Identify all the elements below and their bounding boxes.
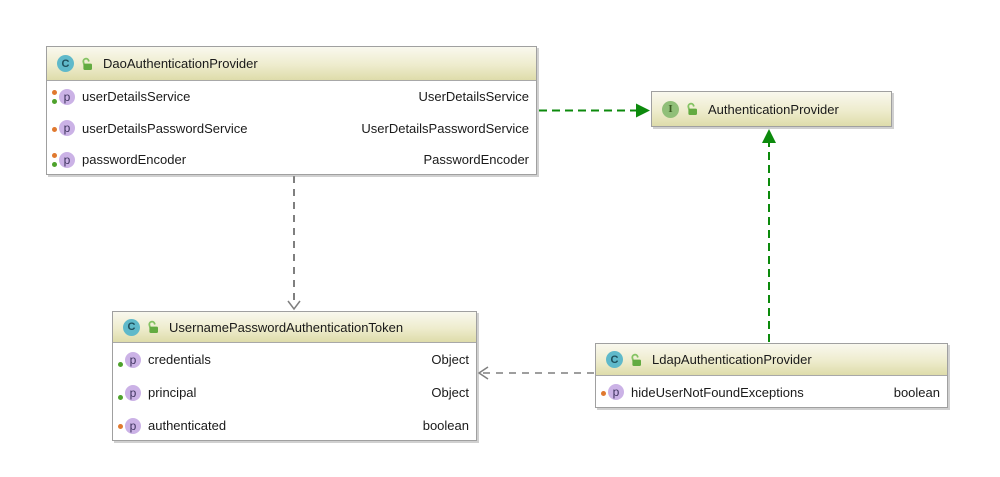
class-header: C UsernamePasswordAuthenticationToken <box>113 312 476 343</box>
class-box-ldap-authentication-provider[interactable]: C LdapAuthenticationProvider p hideUserN… <box>595 343 948 408</box>
member-indicators <box>52 120 59 137</box>
member-indicators <box>52 88 59 105</box>
class-header: C DaoAuthenticationProvider <box>47 47 536 81</box>
member-indicators <box>118 417 125 434</box>
filled-triangle-arrowhead-icon <box>762 129 776 143</box>
class-box-username-password-authentication-token[interactable]: C UsernamePasswordAuthenticationToken p … <box>112 311 477 441</box>
member-row[interactable]: p authenticated boolean <box>113 409 476 442</box>
member-indicators <box>118 351 125 368</box>
member-indicators <box>118 384 125 401</box>
class-header: I AuthenticationProvider <box>652 92 891 126</box>
getter-indicator-icon <box>52 162 57 168</box>
member-name: userDetailsPasswordService <box>82 120 248 136</box>
member-row[interactable]: p userDetailsPasswordService UserDetails… <box>47 113 536 145</box>
class-icon: C <box>123 318 140 336</box>
member-name: passwordEncoder <box>82 152 187 168</box>
interface-title: AuthenticationProvider <box>708 101 839 117</box>
member-type: UserDetailsPasswordService <box>361 120 529 136</box>
class-title: DaoAuthenticationProvider <box>103 56 258 71</box>
realization-edge-dao-to-authenticationprovider[interactable] <box>539 103 650 118</box>
member-name: userDetailsService <box>82 89 191 105</box>
member-row[interactable]: p passwordEncoder PasswordEncoder <box>47 144 536 176</box>
class-members: p userDetailsService UserDetailsService … <box>47 81 536 176</box>
setter-indicator-icon <box>601 390 606 396</box>
dependency-edge-dao-to-token[interactable] <box>287 176 301 311</box>
class-box-dao-authentication-provider[interactable]: C DaoAuthenticationProvider p userDetail… <box>46 46 537 175</box>
getter-indicator-icon <box>52 99 57 105</box>
class-members: p credentials Object p principal Object … <box>113 343 476 442</box>
setter-indicator-icon <box>52 153 57 159</box>
unlocked-lock-icon <box>687 102 697 115</box>
member-type: PasswordEncoder <box>423 152 530 168</box>
property-icon: p <box>125 351 141 368</box>
getter-indicator-icon <box>118 362 123 367</box>
class-header: C LdapAuthenticationProvider <box>596 344 947 376</box>
property-icon: p <box>59 120 75 137</box>
property-icon: p <box>59 151 75 168</box>
member-type: boolean <box>422 418 469 433</box>
unlocked-lock-icon <box>631 353 641 366</box>
property-icon: p <box>125 384 141 401</box>
member-type: Object <box>431 352 469 367</box>
member-name: authenticated <box>148 418 227 433</box>
interface-box-authentication-provider[interactable]: I AuthenticationProvider <box>651 91 892 127</box>
open-arrowhead-icon <box>287 300 301 311</box>
open-arrowhead-icon <box>477 366 489 380</box>
member-row[interactable]: p credentials Object <box>113 343 476 376</box>
unlocked-lock-icon <box>148 320 158 333</box>
member-row[interactable]: p hideUserNotFoundExceptions boolean <box>596 376 947 408</box>
interface-icon: I <box>662 100 679 118</box>
setter-indicator-icon <box>52 90 57 96</box>
property-icon: p <box>608 384 624 400</box>
class-title: LdapAuthenticationProvider <box>652 352 812 367</box>
setter-indicator-icon <box>118 424 123 429</box>
member-name: hideUserNotFoundExceptions <box>631 384 804 400</box>
setter-indicator-icon <box>52 126 57 132</box>
getter-indicator-icon <box>118 395 123 400</box>
member-type: boolean <box>893 384 940 400</box>
member-name: credentials <box>148 352 211 367</box>
unlocked-lock-icon <box>82 57 92 70</box>
member-row[interactable]: p userDetailsService UserDetailsService <box>47 81 536 113</box>
member-name: principal <box>148 385 197 400</box>
class-icon: C <box>57 55 74 72</box>
property-icon: p <box>59 88 75 105</box>
member-indicators <box>601 384 608 401</box>
class-title: UsernamePasswordAuthenticationToken <box>169 319 404 335</box>
member-type: UserDetailsService <box>418 89 529 105</box>
member-row[interactable]: p principal Object <box>113 376 476 409</box>
member-type: Object <box>431 385 469 400</box>
class-icon: C <box>606 351 623 368</box>
filled-triangle-arrowhead-icon <box>636 103 650 118</box>
realization-edge-ldap-to-authenticationprovider[interactable] <box>762 129 776 342</box>
dependency-edge-ldap-to-token[interactable] <box>477 366 594 380</box>
property-icon: p <box>125 417 141 434</box>
class-members: p hideUserNotFoundExceptions boolean <box>596 376 947 408</box>
member-indicators <box>52 151 59 168</box>
